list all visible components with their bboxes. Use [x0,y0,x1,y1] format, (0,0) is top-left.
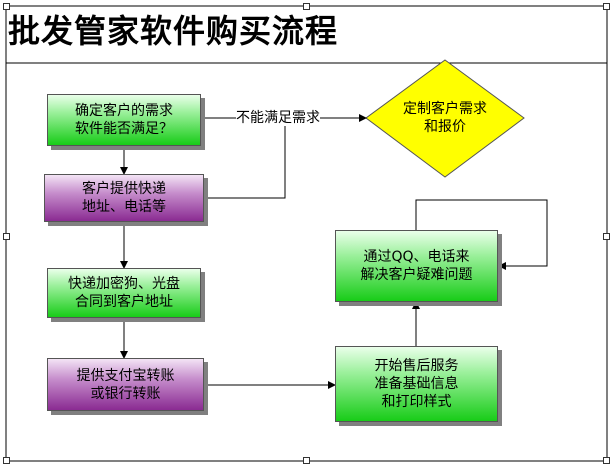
edge-support-loop [415,199,548,270]
handle-top-mid[interactable] [303,3,310,10]
node-support: 通过QQ、电话来 解决客户疑难问题 [335,230,498,302]
node-customer-address: 客户提供快递 地址、电话等 [44,174,204,222]
node-after-sales-label: 开始售后服务 准备基础信息 和打印样式 [374,358,459,410]
page-title: 批发管家软件购买流程 [8,12,339,50]
node-confirm-needs-label: 确定客户的需求 软件能否满足？ [75,103,173,137]
node-ship-dongle-label: 快递加密狗、光盘 合同到客户地址 [68,276,180,310]
node-payment: 提供支付宝转账 或银行转账 [47,358,204,411]
node-support-label: 通过QQ、电话来 解决客户疑难问题 [360,249,473,283]
handle-top-left[interactable] [3,3,10,10]
diamond-custom [365,59,525,178]
node-custom-label: 定制客户需求 和报价 [403,101,487,135]
handle-top-right[interactable] [603,3,610,10]
handle-mid-right[interactable] [603,233,610,240]
handle-mid-left[interactable] [3,233,10,240]
handle-bottom-left[interactable] [3,457,10,464]
node-after-sales: 开始售后服务 准备基础信息 和打印样式 [335,346,498,422]
node-customer-address-label: 客户提供快递 地址、电话等 [82,181,166,215]
node-ship-dongle: 快递加密狗、光盘 合同到客户地址 [47,268,201,318]
handle-bottom-right[interactable] [603,457,610,464]
handle-bottom-mid[interactable] [303,457,310,464]
node-payment-label: 提供支付宝转账 或银行转账 [76,367,175,402]
node-confirm-needs: 确定客户的需求 软件能否满足？ [47,94,201,146]
edge-label-not-satisfied: 不能满足需求 [236,110,320,126]
edge-address-back-to-line [204,118,286,199]
